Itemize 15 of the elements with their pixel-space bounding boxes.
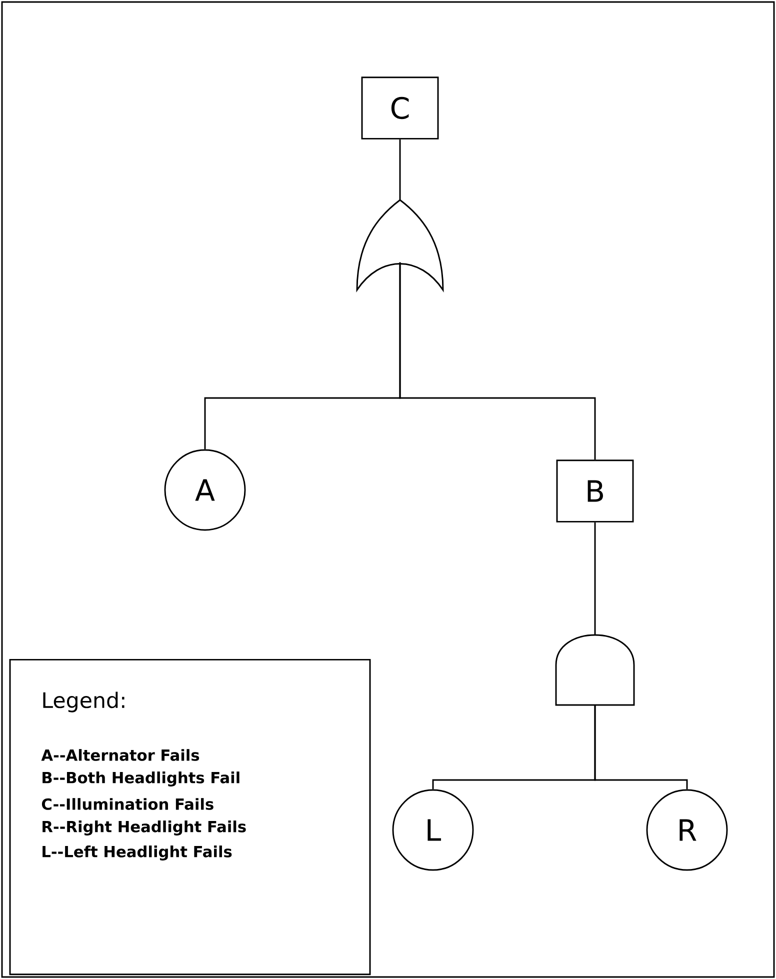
legend-box <box>9 658 371 976</box>
connector-line <box>399 262 596 460</box>
or-gate <box>356 199 444 291</box>
connector-line <box>594 522 596 635</box>
legend-heading: Legend: <box>43 692 124 712</box>
connector-line <box>399 139 401 200</box>
and-gate <box>555 634 635 706</box>
legend-text: C--Illumination Fails <box>42 798 214 810</box>
connector-line <box>594 705 688 790</box>
legend-text: L--Left Headlight Fails <box>42 846 232 860</box>
event-box: C <box>361 76 439 140</box>
event-box: B <box>556 460 634 522</box>
legend-text: B--Both Headlights Fail <box>42 772 240 786</box>
legend-text: A--Alternator Fails <box>41 749 200 761</box>
legend-text: R--Right Headlight Fails <box>42 820 246 836</box>
